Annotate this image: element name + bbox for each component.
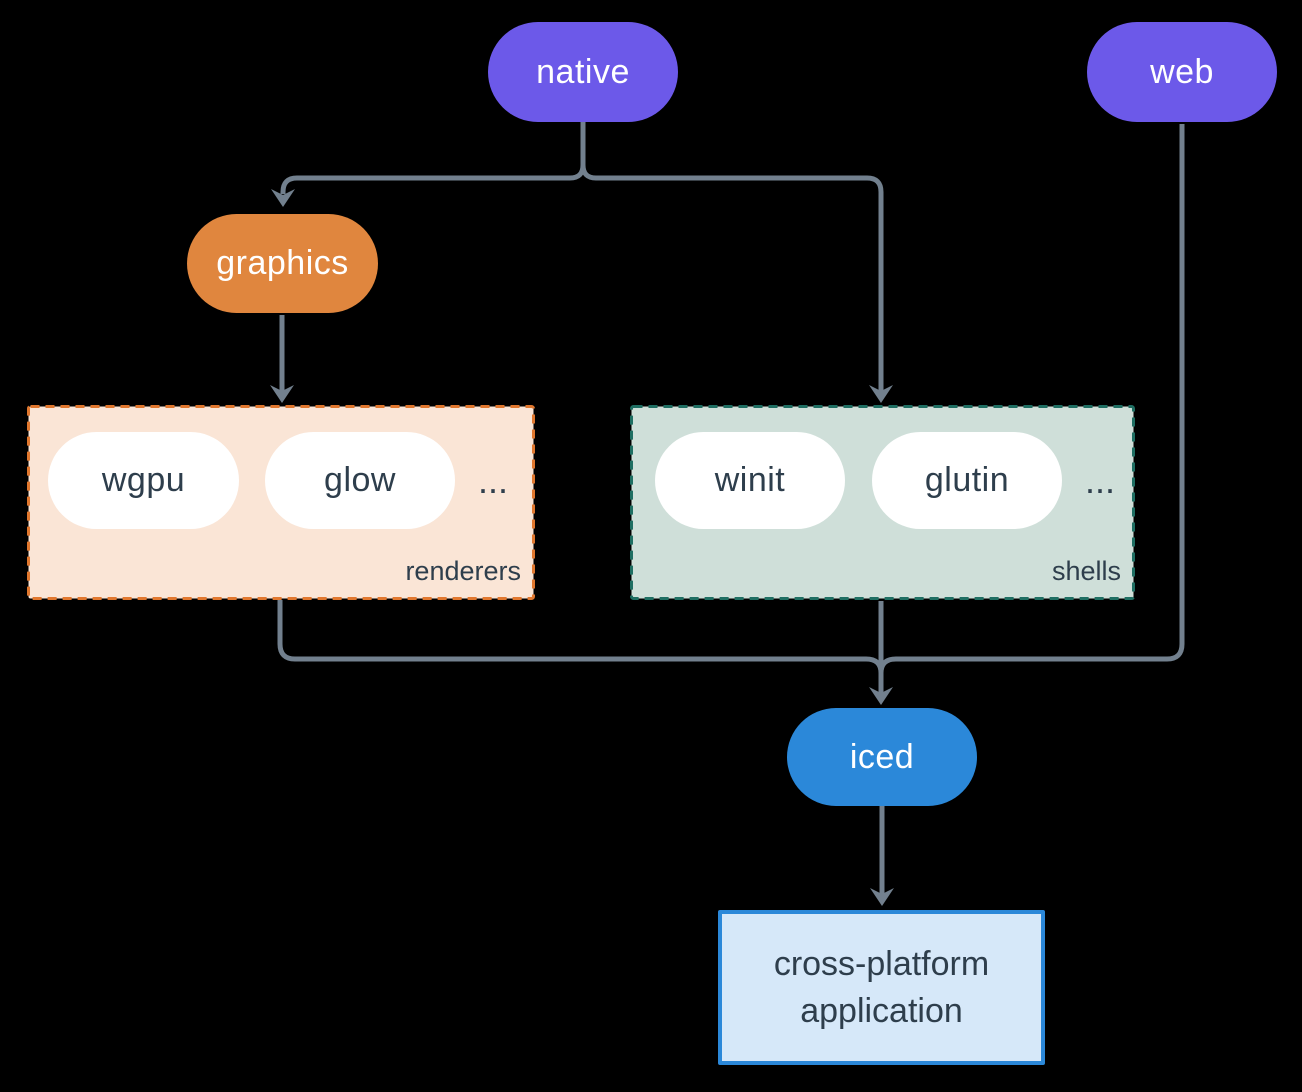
node-winit: winit — [655, 432, 845, 529]
edge-native-graphics — [280, 122, 586, 195]
node-wgpu: wgpu — [48, 432, 239, 529]
node-glutin-label: glutin — [924, 461, 1010, 499]
node-native-label: native — [536, 52, 630, 91]
node-cross-platform-application: cross-platform application — [718, 910, 1045, 1065]
node-glow-label: glow — [324, 461, 396, 499]
node-graphics-label: graphics — [216, 244, 349, 282]
node-web: web — [1087, 22, 1277, 122]
node-iced: iced — [787, 708, 977, 806]
node-graphics: graphics — [187, 214, 378, 313]
node-glow: glow — [265, 432, 455, 529]
renderers-ellipsis: ... — [477, 459, 508, 501]
application-label-line1: cross-platform — [773, 944, 990, 983]
arrowhead-into-shells-icon — [869, 385, 893, 403]
node-web-label: web — [1150, 52, 1214, 91]
node-iced-label: iced — [849, 737, 915, 776]
node-native: native — [488, 22, 678, 122]
shells-group-label: shells — [1051, 556, 1121, 586]
shells-ellipsis: ... — [1084, 459, 1115, 501]
renderers-group-label: renderers — [405, 556, 521, 586]
edge-renderers-iced — [277, 600, 884, 674]
arrowhead-into-iced-icon — [869, 687, 893, 705]
arrowhead-into-graphics-icon — [271, 189, 295, 207]
edge-native-shells — [580, 122, 884, 391]
arrowhead-into-renderers-icon — [270, 385, 294, 403]
node-wgpu-label: wgpu — [101, 461, 186, 499]
node-winit-label: winit — [714, 461, 786, 499]
node-glutin: glutin — [872, 432, 1062, 529]
arrowhead-into-application-icon — [870, 888, 894, 906]
application-label-line2: application — [800, 991, 963, 1030]
